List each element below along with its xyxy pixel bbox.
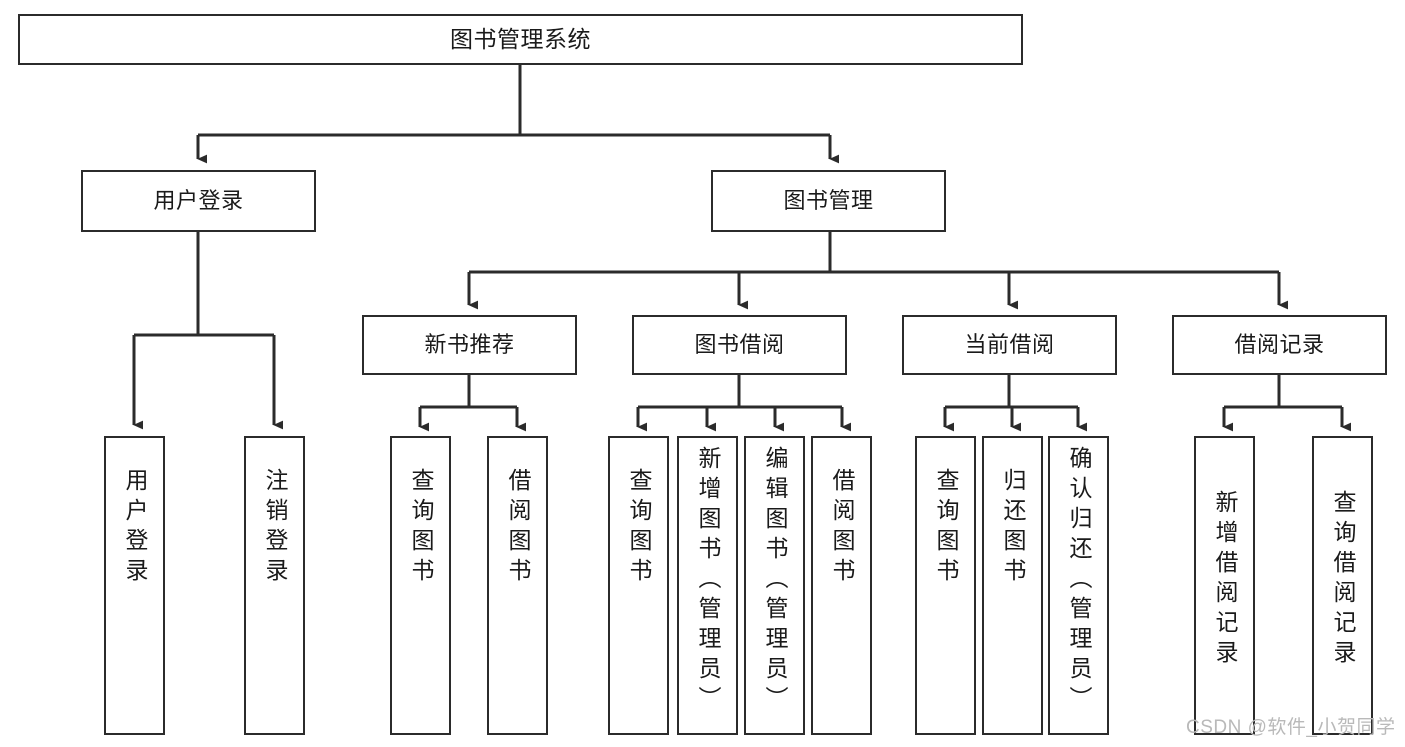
leaf-query-book-2[interactable]: 查询图书 [608, 436, 669, 735]
leaf-query-book-3[interactable]: 查询图书 [915, 436, 976, 735]
leaf-edit-book-label: 编辑图书（管理员） [762, 446, 788, 716]
node-root-system-label: 图书管理系统 [450, 25, 591, 52]
leaf-add-book-label: 新增图书（管理员） [695, 446, 721, 716]
node-book-manage[interactable]: 图书管理 [711, 170, 946, 232]
leaf-add-record[interactable]: 新增借阅记录 [1194, 436, 1255, 735]
leaf-user-login[interactable]: 用户登录 [104, 436, 165, 735]
watermark: CSDN @软件_小贺同学 [1186, 717, 1396, 738]
node-current-borrow-label: 当前借阅 [964, 332, 1055, 358]
node-borrow-record[interactable]: 借阅记录 [1172, 315, 1387, 375]
leaf-return-book-label: 归还图书 [1000, 468, 1026, 588]
leaf-user-logout[interactable]: 注销登录 [244, 436, 305, 735]
leaf-query-book-2-label: 查询图书 [626, 468, 652, 588]
leaf-confirm-return[interactable]: 确认归还（管理员） [1048, 436, 1109, 735]
node-new-book-rec-label: 新书推荐 [424, 332, 515, 358]
leaf-edit-book[interactable]: 编辑图书（管理员） [744, 436, 805, 735]
leaf-query-book-1-label: 查询图书 [408, 468, 434, 588]
leaf-borrow-book-1[interactable]: 借阅图书 [487, 436, 548, 735]
leaf-query-record-label: 查询借阅记录 [1330, 490, 1356, 670]
leaf-add-record-label: 新增借阅记录 [1212, 490, 1238, 670]
leaf-query-record[interactable]: 查询借阅记录 [1312, 436, 1373, 735]
node-book-manage-label: 图书管理 [783, 188, 874, 214]
node-user-login[interactable]: 用户登录 [81, 170, 316, 232]
leaf-user-login-label: 用户登录 [122, 468, 148, 588]
node-user-login-label: 用户登录 [153, 188, 244, 214]
leaf-borrow-book-2[interactable]: 借阅图书 [811, 436, 872, 735]
leaf-borrow-book-1-label: 借阅图书 [505, 468, 531, 588]
leaf-query-book-1[interactable]: 查询图书 [390, 436, 451, 735]
leaf-borrow-book-2-label: 借阅图书 [829, 468, 855, 588]
node-new-book-rec[interactable]: 新书推荐 [362, 315, 577, 375]
leaf-confirm-return-label: 确认归还（管理员） [1066, 446, 1092, 716]
leaf-add-book[interactable]: 新增图书（管理员） [677, 436, 738, 735]
node-current-borrow[interactable]: 当前借阅 [902, 315, 1117, 375]
node-book-borrow[interactable]: 图书借阅 [632, 315, 847, 375]
node-root-system[interactable]: 图书管理系统 [18, 14, 1023, 65]
node-book-borrow-label: 图书借阅 [694, 332, 785, 358]
leaf-user-logout-label: 注销登录 [262, 468, 288, 588]
leaf-query-book-3-label: 查询图书 [933, 468, 959, 588]
leaf-return-book[interactable]: 归还图书 [982, 436, 1043, 735]
node-borrow-record-label: 借阅记录 [1234, 332, 1325, 358]
